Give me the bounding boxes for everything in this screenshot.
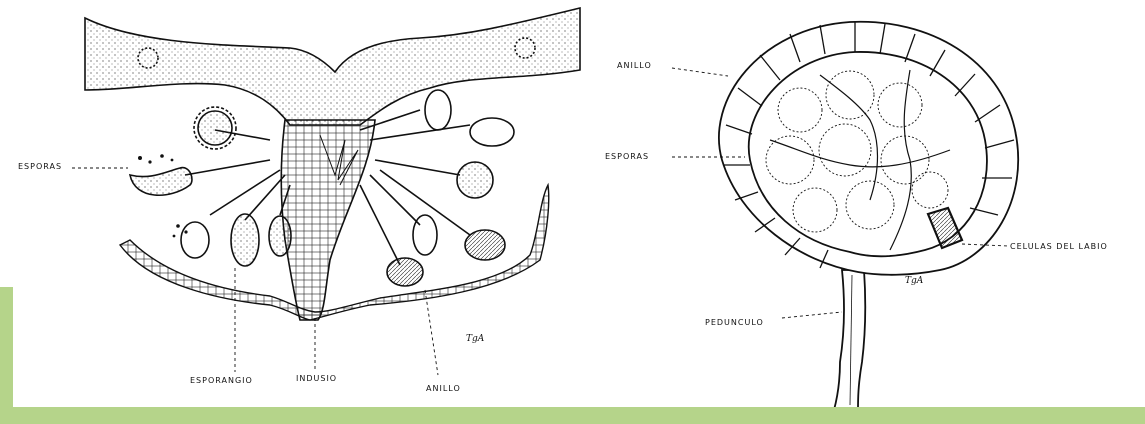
frame-left-bar	[0, 287, 13, 424]
label-anillo: ANILLO	[617, 61, 652, 71]
label-celulas-del-labio: CELULAS DEL LABIO	[1010, 242, 1108, 252]
label-esporas: ESPORAS	[18, 162, 62, 172]
leader-lines	[72, 168, 438, 375]
signature: TgA	[466, 334, 484, 344]
sporangium-detail-drawing	[672, 22, 1018, 410]
frame-bottom-bar	[0, 407, 1145, 424]
pedicel	[834, 270, 865, 410]
label-anillo: ANILLO	[426, 384, 461, 394]
signature: TgA	[905, 276, 923, 286]
sporangium	[370, 118, 514, 146]
receptacle	[281, 120, 375, 320]
label-indusio: INDUSIO	[296, 374, 337, 384]
label-pedunculo: PEDUNCULO	[705, 318, 764, 328]
label-esporangio: ESPORANGIO	[190, 376, 253, 386]
label-esporas: ESPORAS	[605, 152, 649, 162]
sporangium	[194, 107, 270, 149]
leaf-lamina	[85, 8, 580, 125]
sorus-section-drawing	[72, 8, 580, 375]
